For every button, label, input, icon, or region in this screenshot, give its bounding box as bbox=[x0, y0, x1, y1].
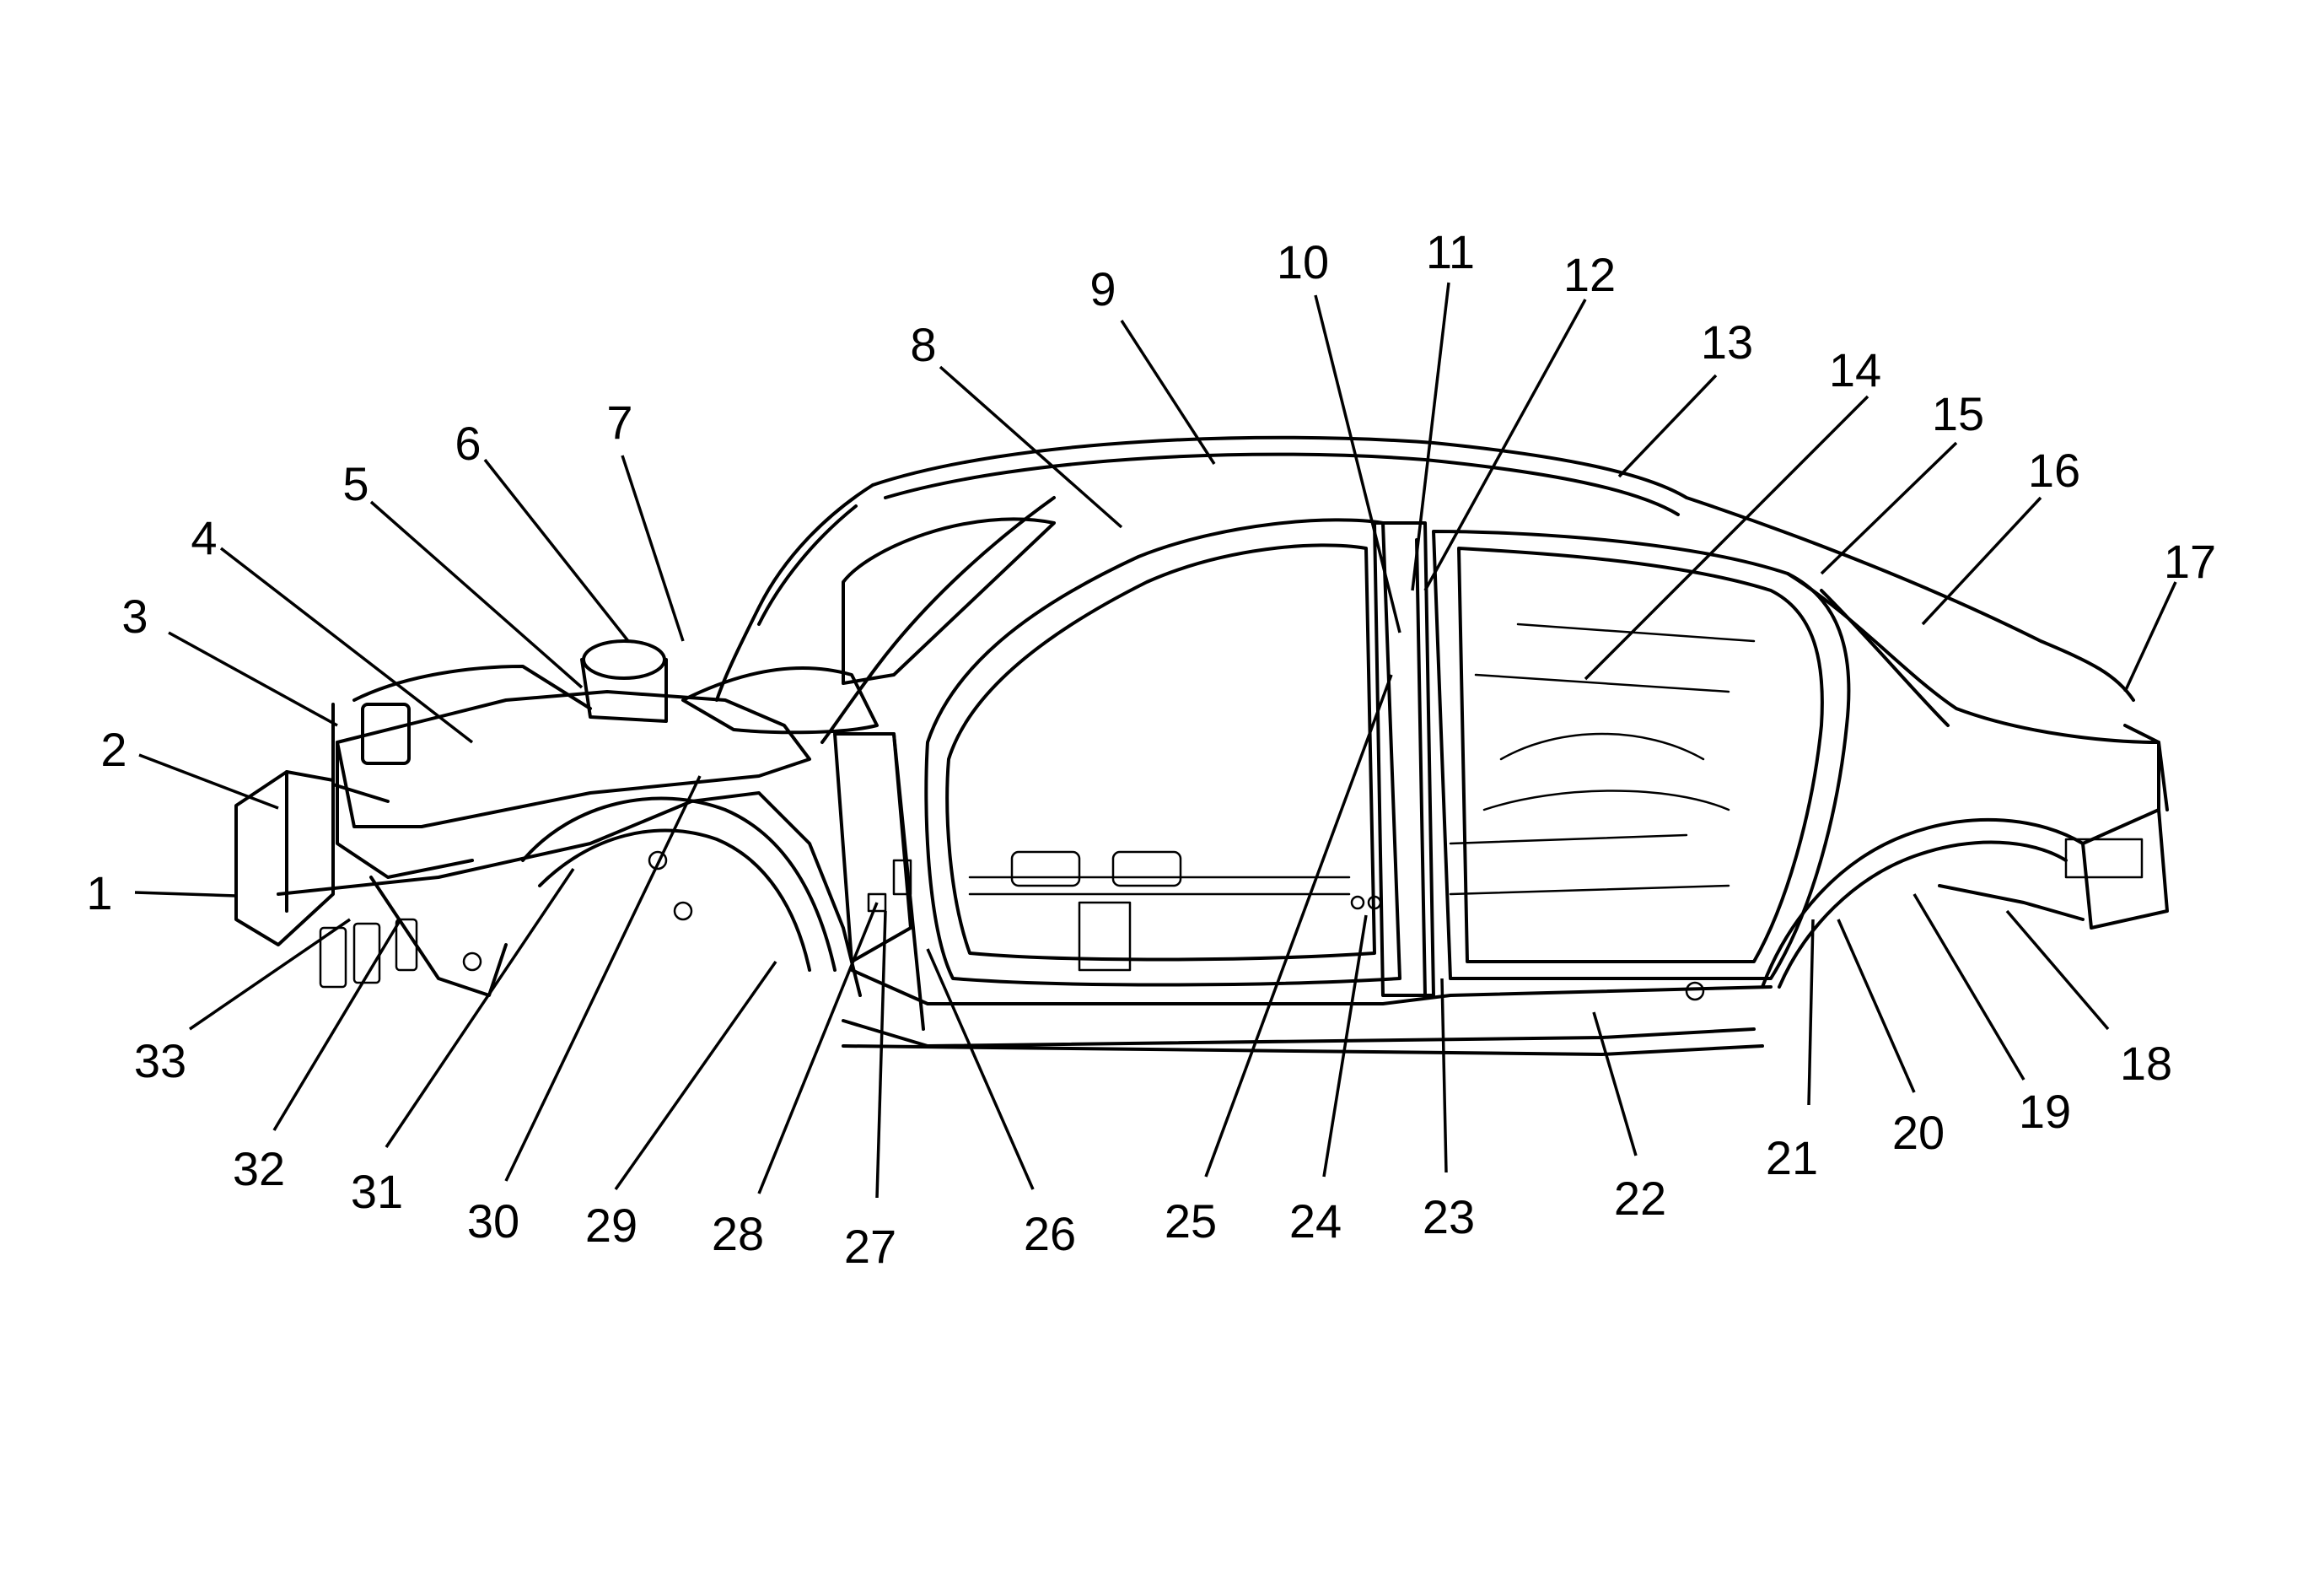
leader-2 bbox=[138, 753, 279, 810]
callout-9: 9 bbox=[1089, 262, 1116, 315]
callout-labels: 1 2 3 4 5 6 7 8 9 10 11 12 13 14 15 16 1… bbox=[86, 225, 2216, 1273]
callout-6: 6 bbox=[455, 417, 481, 470]
callout-8: 8 bbox=[910, 318, 936, 371]
callout-11: 11 bbox=[1426, 225, 1475, 278]
leader-27 bbox=[875, 910, 887, 1199]
leader-17 bbox=[2123, 581, 2177, 693]
callout-22: 22 bbox=[1614, 1172, 1666, 1225]
leader-19 bbox=[1912, 893, 2025, 1081]
leader-13 bbox=[1617, 374, 1718, 478]
leader-6 bbox=[483, 458, 630, 643]
leader-29 bbox=[614, 960, 777, 1191]
callout-5: 5 bbox=[342, 457, 369, 510]
callout-3: 3 bbox=[121, 590, 148, 643]
callout-2: 2 bbox=[100, 723, 126, 776]
leader-8 bbox=[939, 365, 1123, 529]
callout-29: 29 bbox=[585, 1199, 637, 1252]
leader-10 bbox=[1314, 294, 1401, 633]
callout-16: 16 bbox=[2028, 444, 2080, 497]
callout-25: 25 bbox=[1165, 1194, 1217, 1248]
callout-27: 27 bbox=[844, 1220, 896, 1273]
callout-33: 33 bbox=[134, 1034, 186, 1087]
leader-23 bbox=[1440, 978, 1448, 1173]
callout-24: 24 bbox=[1289, 1194, 1342, 1248]
callout-1: 1 bbox=[86, 866, 112, 919]
callout-10: 10 bbox=[1277, 235, 1329, 288]
leader-22 bbox=[1592, 1011, 1638, 1156]
leader-24 bbox=[1322, 914, 1368, 1178]
leader-11 bbox=[1411, 282, 1450, 591]
callout-7: 7 bbox=[606, 396, 632, 449]
leader-26 bbox=[926, 948, 1035, 1190]
leader-3 bbox=[168, 631, 338, 727]
callout-15: 15 bbox=[1932, 387, 1984, 440]
leader-32 bbox=[272, 919, 402, 1131]
callout-32: 32 bbox=[233, 1142, 285, 1195]
leader-4 bbox=[219, 547, 474, 744]
leader-9 bbox=[1120, 320, 1216, 465]
callout-17: 17 bbox=[2164, 535, 2216, 588]
leader-16 bbox=[1921, 496, 2042, 626]
leader-20 bbox=[1837, 919, 1916, 1093]
leader-14 bbox=[1584, 395, 1869, 681]
leader-1 bbox=[134, 891, 237, 898]
callout-20: 20 bbox=[1892, 1106, 1945, 1159]
callout-31: 31 bbox=[351, 1165, 403, 1218]
leader-5 bbox=[369, 500, 584, 689]
callout-19: 19 bbox=[2019, 1085, 2071, 1138]
leader-28 bbox=[757, 902, 879, 1194]
leader-18 bbox=[2005, 909, 2110, 1031]
callout-12: 12 bbox=[1563, 248, 1616, 301]
callout-13: 13 bbox=[1701, 315, 1753, 369]
leader-30 bbox=[504, 775, 702, 1182]
leader-15 bbox=[1820, 441, 1958, 575]
leader-31 bbox=[385, 868, 575, 1148]
callout-30: 30 bbox=[467, 1194, 519, 1248]
callout-14: 14 bbox=[1829, 343, 1881, 396]
leader-7 bbox=[621, 455, 685, 642]
vehicle-body-structure bbox=[234, 435, 2169, 1056]
leader-33 bbox=[189, 918, 351, 1031]
leader-25 bbox=[1204, 674, 1393, 1178]
callout-28: 28 bbox=[712, 1207, 764, 1260]
callout-21: 21 bbox=[1766, 1131, 1818, 1184]
callout-23: 23 bbox=[1423, 1190, 1475, 1243]
leader-12 bbox=[1423, 299, 1587, 591]
callout-26: 26 bbox=[1024, 1207, 1076, 1260]
leader-lines bbox=[134, 282, 2177, 1199]
callout-18: 18 bbox=[2120, 1037, 2172, 1090]
leader-21 bbox=[1807, 919, 1815, 1106]
callout-4: 4 bbox=[191, 511, 217, 564]
